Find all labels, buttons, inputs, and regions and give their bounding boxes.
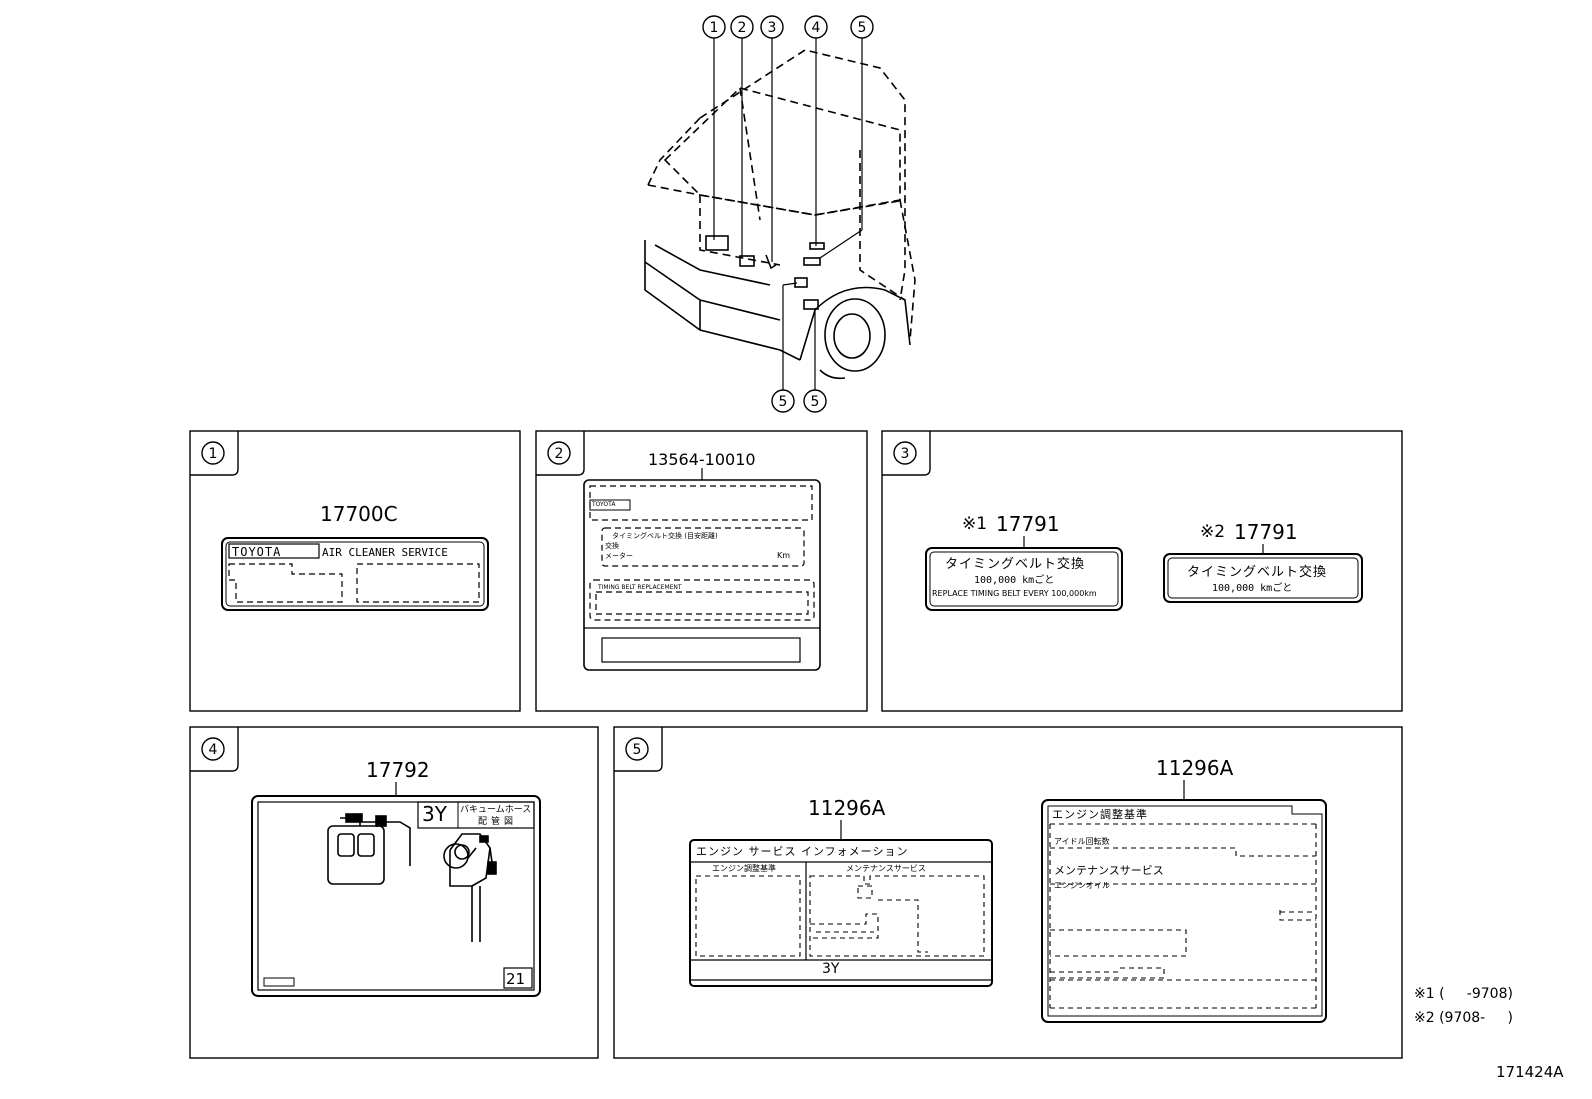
label2-dist: 100,000 kmごと <box>1212 583 1293 594</box>
label-b-part-number: 11296A <box>1156 756 1234 780</box>
callout-2-text: 2 <box>738 20 747 36</box>
engine-adjust-label <box>1041 780 1327 1023</box>
vacuum-title-jp2: 配管図 <box>478 817 518 827</box>
label-brand-text: TOYOTA <box>232 545 282 559</box>
plate-line-jp: タイミングベルト交換 (目安距離) <box>612 532 718 540</box>
label1-dist: 100,000 kmごと <box>974 575 1055 586</box>
label-a-footer: 3Y <box>822 961 840 977</box>
footnote-2: ※2 (9708- ) <box>1414 1010 1513 1026</box>
plate-line-meter: メーター <box>605 552 633 560</box>
label-b-idle: アイドル回転数 <box>1054 837 1110 846</box>
timing-sticker-1 <box>925 536 1123 611</box>
svg-text:4: 4 <box>209 742 218 758</box>
label-a-header: エンジン サービス インフォメーション <box>696 845 909 858</box>
plate-line-en: TIMING BELT REPLACEMENT <box>598 584 682 591</box>
svg-text:2: 2 <box>555 446 564 462</box>
panel1-part-number: 17700C <box>320 502 398 526</box>
callout-1-text: 1 <box>710 20 719 36</box>
label-a-left-head: エンジン調整基準 <box>712 864 776 873</box>
footnote-1: ※1 ( -9708) <box>1414 986 1513 1002</box>
label2-jp: タイミングベルト交換 <box>1187 565 1328 580</box>
callout-5-text: 5 <box>858 20 867 36</box>
callout-5b-text: 5 <box>779 394 788 410</box>
timing-belt-plate <box>583 468 821 671</box>
vacuum-hose-label <box>251 782 541 997</box>
plate-brand: TOYOTA <box>592 501 616 508</box>
engine-service-info-label <box>689 820 993 987</box>
timing-sticker-2 <box>1163 544 1363 603</box>
label-b-maint: メンテナンスサービス <box>1054 864 1164 877</box>
panel4-part-number: 17792 <box>366 758 430 782</box>
figure-id: 171424A <box>1496 1063 1564 1081</box>
vacuum-title-jp: バキュームホース <box>460 805 532 815</box>
label1-en: REPLACE TIMING BELT EVERY 100,000km <box>932 589 1097 598</box>
label1-jp: タイミングベルト交換 <box>945 557 1086 572</box>
svg-text:5: 5 <box>633 742 642 758</box>
label1-part-number: 17791 <box>996 512 1060 536</box>
plate-line-exchange: 交換 <box>605 542 619 550</box>
panel2-part-number: 13564-10010 <box>648 450 756 469</box>
label-a-part-number: 11296A <box>808 796 886 820</box>
callout-3-text: 3 <box>768 20 777 36</box>
label-b-oil: エンジンオイル <box>1054 881 1110 890</box>
label-b-head: エンジン調整基準 <box>1052 808 1148 821</box>
label-a-right-head: メンテナンスサービス <box>846 864 926 873</box>
svg-text:3: 3 <box>901 446 910 462</box>
plate-unit: Km <box>777 551 791 560</box>
label1-mark: ※1 <box>962 514 988 534</box>
svg-text:1: 1 <box>209 446 218 462</box>
air-cleaner-label <box>221 537 489 611</box>
label2-mark: ※2 <box>1200 522 1226 542</box>
callout-4-text: 4 <box>812 20 821 36</box>
label2-part-number: 17791 <box>1234 520 1298 544</box>
label-service-text: AIR CLEANER SERVICE <box>322 546 448 559</box>
page-number: 21 <box>506 970 526 988</box>
engine-code: 3Y <box>422 802 447 826</box>
callout-5c-text: 5 <box>811 394 820 410</box>
